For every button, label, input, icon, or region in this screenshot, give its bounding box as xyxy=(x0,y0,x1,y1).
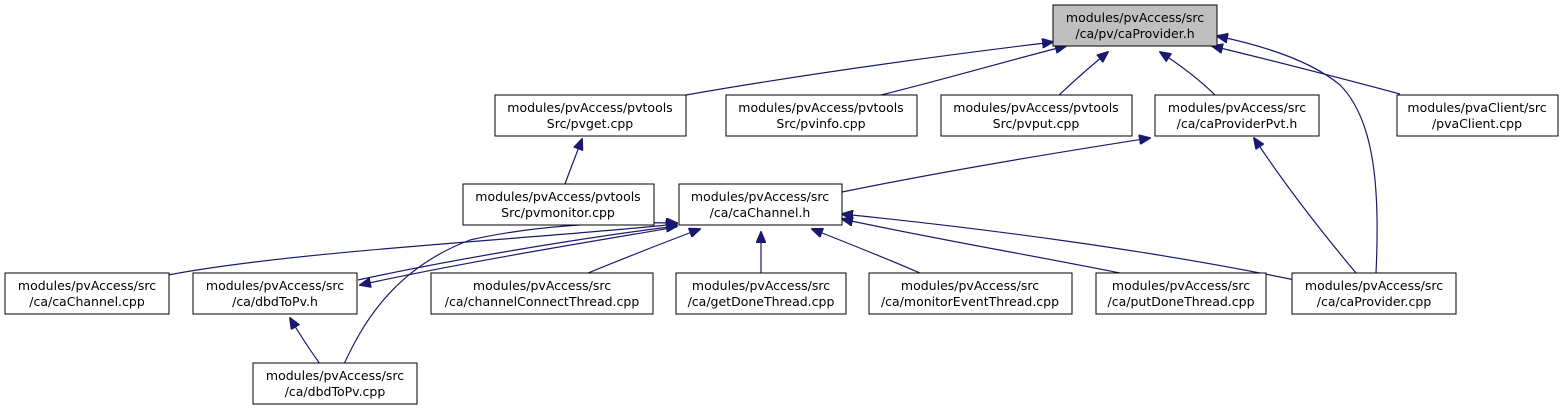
node-pvmonitor-line1: modules/pvAccess/pvtools xyxy=(475,189,640,204)
node-cachannel-h-line2: /ca/caChannel.h xyxy=(710,205,811,220)
node-caprovider-cpp-line2: /ca/caProvider.cpp xyxy=(1317,294,1432,309)
edge-cachannel-h-to-caproviderpvt xyxy=(841,138,1150,193)
node-caprovider-h-line2: /ca/pv/caProvider.h xyxy=(1075,26,1194,41)
node-pvmonitor-line2: Src/pvmonitor.cpp xyxy=(501,205,615,220)
node-pvaclient-line2: /pvaClient.cpp xyxy=(1432,116,1522,131)
node-cachannel-cpp-line2: /ca/caChannel.cpp xyxy=(29,294,145,309)
node-pvput-line1: modules/pvAccess/pvtools xyxy=(953,100,1118,115)
node-caproviderpvt[interactable]: modules/pvAccess/src /ca/caProviderPvt.h xyxy=(1154,94,1320,137)
node-putdonethread[interactable]: modules/pvAccess/src /ca/putDoneThread.c… xyxy=(1095,272,1267,315)
edge-pvaclient-to-caprovider-h xyxy=(1212,46,1401,95)
nodes: modules/pvAccess/src /ca/pv/caProvider.h… xyxy=(4,4,1559,405)
node-getdonethread[interactable]: modules/pvAccess/src /ca/getDoneThread.c… xyxy=(675,272,847,315)
node-channelconnectthread[interactable]: modules/pvAccess/src /ca/channelConnectT… xyxy=(430,272,654,315)
node-pvaclient[interactable]: modules/pvaClient/src /pvaClient.cpp xyxy=(1396,94,1559,137)
edge-caprovider-cpp-to-caprovider-h xyxy=(1217,36,1378,274)
node-caprovider-h-line1: modules/pvAccess/src xyxy=(1066,10,1204,25)
node-monitoreventthread[interactable]: modules/pvAccess/src /ca/monitorEventThr… xyxy=(868,272,1073,315)
edge-putdone-to-cachannel-h xyxy=(842,219,1121,274)
edge-caprovider-cpp-to-caproviderpvt xyxy=(1254,138,1357,274)
edge-pvget-to-caprovider-h xyxy=(685,42,1053,96)
node-cachannel-h[interactable]: modules/pvAccess/src /ca/caChannel.h xyxy=(678,183,843,226)
node-dbdtopv-cpp[interactable]: modules/pvAccess/src /ca/dbdToPv.cpp xyxy=(252,362,418,405)
edge-cachannel-cpp-to-cachannel-h xyxy=(167,224,677,276)
node-cachannel-cpp[interactable]: modules/pvAccess/src /ca/caChannel.cpp xyxy=(4,272,170,315)
node-cachannel-h-line1: modules/pvAccess/src xyxy=(691,189,829,204)
edge-pvinfo-to-caprovider-h xyxy=(876,46,1066,97)
edge-caproviderpvt-to-caprovider-h xyxy=(1160,52,1217,97)
node-pvaclient-line1: modules/pvaClient/src xyxy=(1407,100,1546,115)
node-channelconnectthread-line1: modules/pvAccess/src xyxy=(473,278,611,293)
node-pvinfo-line2: Src/pvinfo.cpp xyxy=(776,116,865,131)
edge-caprovider-cpp-to-cachannel-h xyxy=(842,214,1296,281)
node-caproviderpvt-line2: /ca/caProviderPvt.h xyxy=(1177,116,1298,131)
node-dbdtopv-h[interactable]: modules/pvAccess/src /ca/dbdToPv.h xyxy=(192,272,358,315)
node-pvget-line1: modules/pvAccess/pvtools xyxy=(507,100,672,115)
node-monitoreventthread-line1: modules/pvAccess/src xyxy=(901,278,1039,293)
node-pvput-line2: Src/pvput.cpp xyxy=(993,116,1080,131)
node-dbdtopv-h-line1: modules/pvAccess/src xyxy=(206,278,344,293)
node-getdonethread-line1: modules/pvAccess/src xyxy=(692,278,830,293)
edge-monitorevent-to-cachannel-h xyxy=(812,229,921,274)
edges xyxy=(167,36,1401,365)
edge-pvput-to-caprovider-h xyxy=(1057,52,1108,97)
node-dbdtopv-cpp-line2: /ca/dbdToPv.cpp xyxy=(285,384,386,399)
edge-cachannel-h-to-dbdtopv-h xyxy=(360,226,678,285)
node-putdonethread-line2: /ca/putDoneThread.cpp xyxy=(1107,294,1254,309)
node-caproviderpvt-line1: modules/pvAccess/src xyxy=(1168,100,1306,115)
node-caprovider-h[interactable]: modules/pvAccess/src /ca/pv/caProvider.h xyxy=(1052,4,1218,47)
node-dbdtopv-cpp-line1: modules/pvAccess/src xyxy=(266,368,404,383)
node-dbdtopv-h-line2: /ca/dbdToPv.h xyxy=(232,294,318,309)
node-caprovider-cpp[interactable]: modules/pvAccess/src /ca/caProvider.cpp xyxy=(1291,272,1457,315)
node-pvinfo-line1: modules/pvAccess/pvtools xyxy=(738,100,903,115)
node-putdonethread-line1: modules/pvAccess/src xyxy=(1112,278,1250,293)
edge-dbdtopv-cpp-to-dbdtopv-h xyxy=(290,318,321,365)
node-pvget-line2: Src/pvget.cpp xyxy=(547,116,634,131)
edge-channelconnect-to-cachannel-h xyxy=(587,229,700,274)
node-pvget[interactable]: modules/pvAccess/pvtools Src/pvget.cpp xyxy=(494,94,687,137)
node-pvinfo[interactable]: modules/pvAccess/pvtools Src/pvinfo.cpp xyxy=(725,94,918,137)
node-getdonethread-line2: /ca/getDoneThread.cpp xyxy=(688,294,835,309)
edge-pvmonitor-to-pvget xyxy=(564,139,582,185)
node-cachannel-cpp-line1: modules/pvAccess/src xyxy=(18,278,156,293)
node-pvmonitor[interactable]: modules/pvAccess/pvtools Src/pvmonitor.c… xyxy=(462,183,655,226)
node-channelconnectthread-line2: /ca/channelConnectThread.cpp xyxy=(445,294,640,309)
node-pvput[interactable]: modules/pvAccess/pvtools Src/pvput.cpp xyxy=(940,94,1133,137)
edge-dbdtopv-h-to-cachannel-h-a xyxy=(357,226,677,281)
node-caprovider-cpp-line1: modules/pvAccess/src xyxy=(1305,278,1443,293)
node-monitoreventthread-line2: /ca/monitorEventThread.cpp xyxy=(881,294,1059,309)
